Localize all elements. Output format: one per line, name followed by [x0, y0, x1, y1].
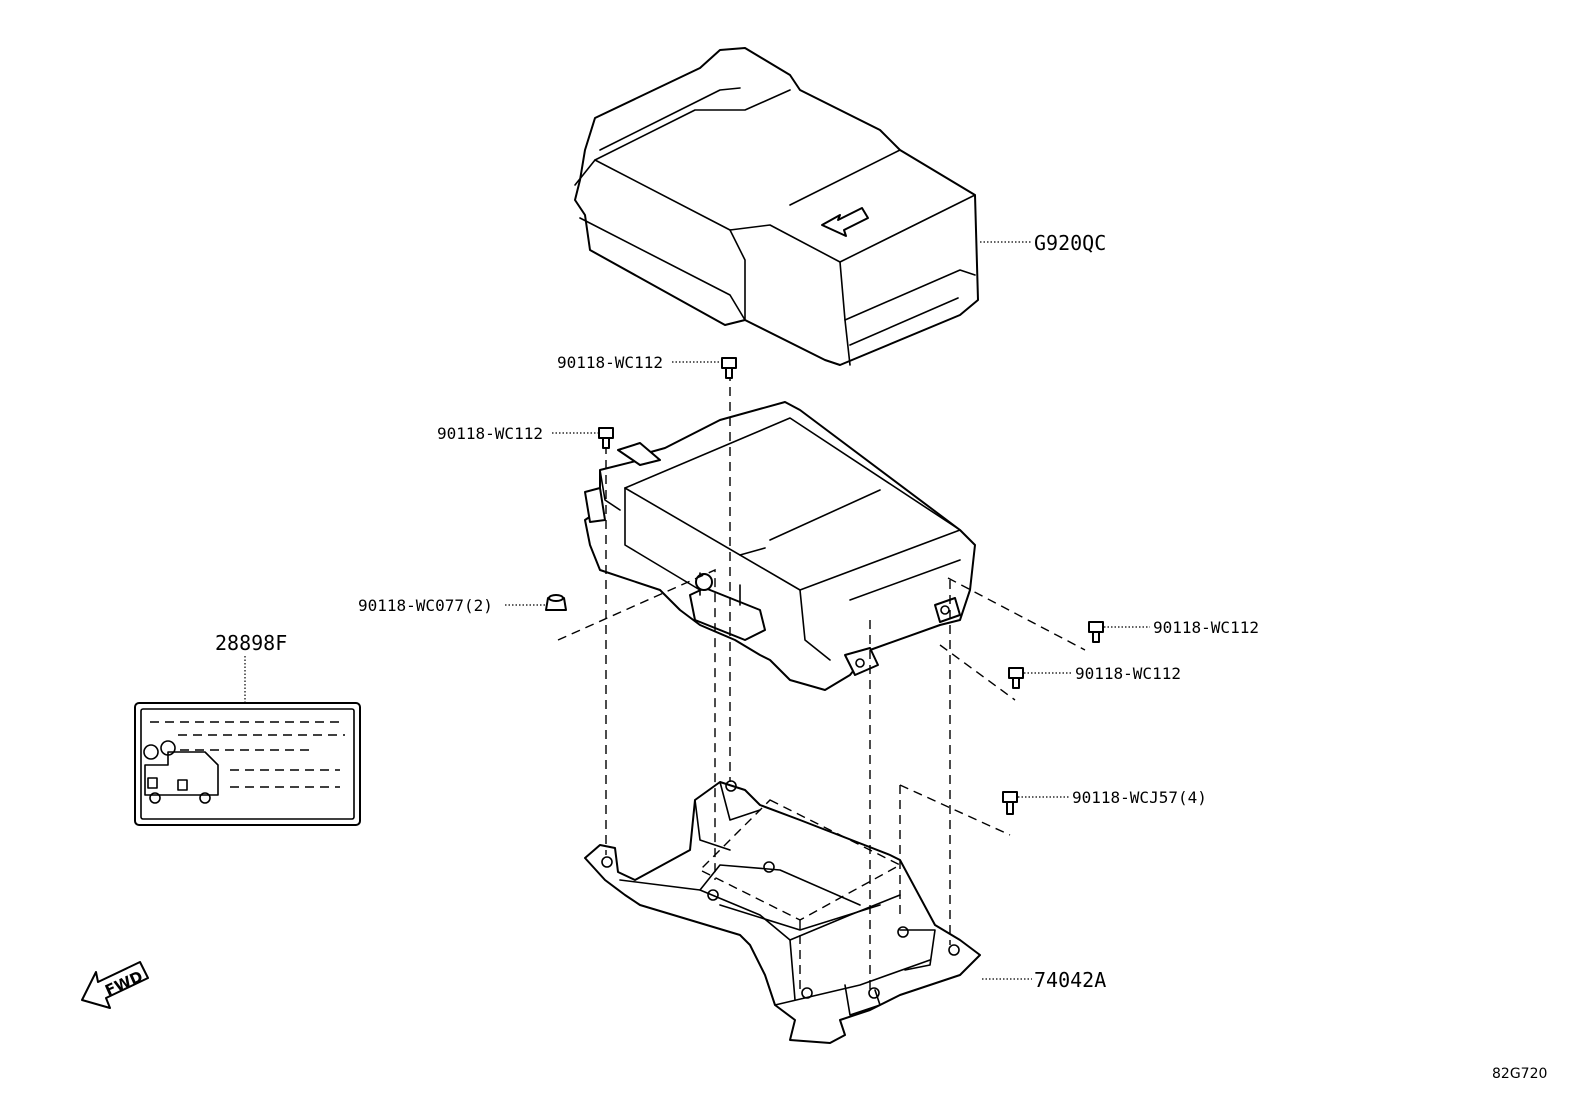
part-label-bolt-right-lower: 90118-WCJ57(4) — [1072, 788, 1207, 807]
bolt-icon — [1002, 791, 1018, 815]
part-label-bolt-top-left: 90118-WC112 — [437, 424, 543, 443]
bolt-icon — [1088, 621, 1104, 643]
bracket-assembly — [584, 780, 981, 1044]
part-label-plate: 28898F — [215, 631, 287, 655]
control-module — [584, 401, 976, 691]
bolt-icon — [1008, 667, 1024, 689]
part-label-bolt-top-center: 90118-WC112 — [557, 353, 663, 372]
part-label-nut: 90118-WC077(2) — [358, 596, 493, 615]
assembly-guide-lines — [557, 372, 1086, 990]
cover-assembly — [574, 47, 979, 366]
label-plate — [134, 702, 361, 826]
bolt-icon — [721, 357, 737, 379]
part-label-bracket: 74042A — [1034, 968, 1106, 992]
fwd-arrow-icon: FWD — [81, 961, 149, 1009]
diagram-reference-code: 82G720 — [1492, 1066, 1547, 1082]
bolt-icon — [598, 427, 614, 449]
leader-lines — [244, 241, 1150, 980]
part-label-cover: G920QC — [1034, 231, 1106, 255]
part-label-bolt-right-upper: 90118-WC112 — [1153, 618, 1259, 637]
nut-icon — [545, 594, 567, 611]
part-label-bolt-right-middle: 90118-WC112 — [1075, 664, 1181, 683]
